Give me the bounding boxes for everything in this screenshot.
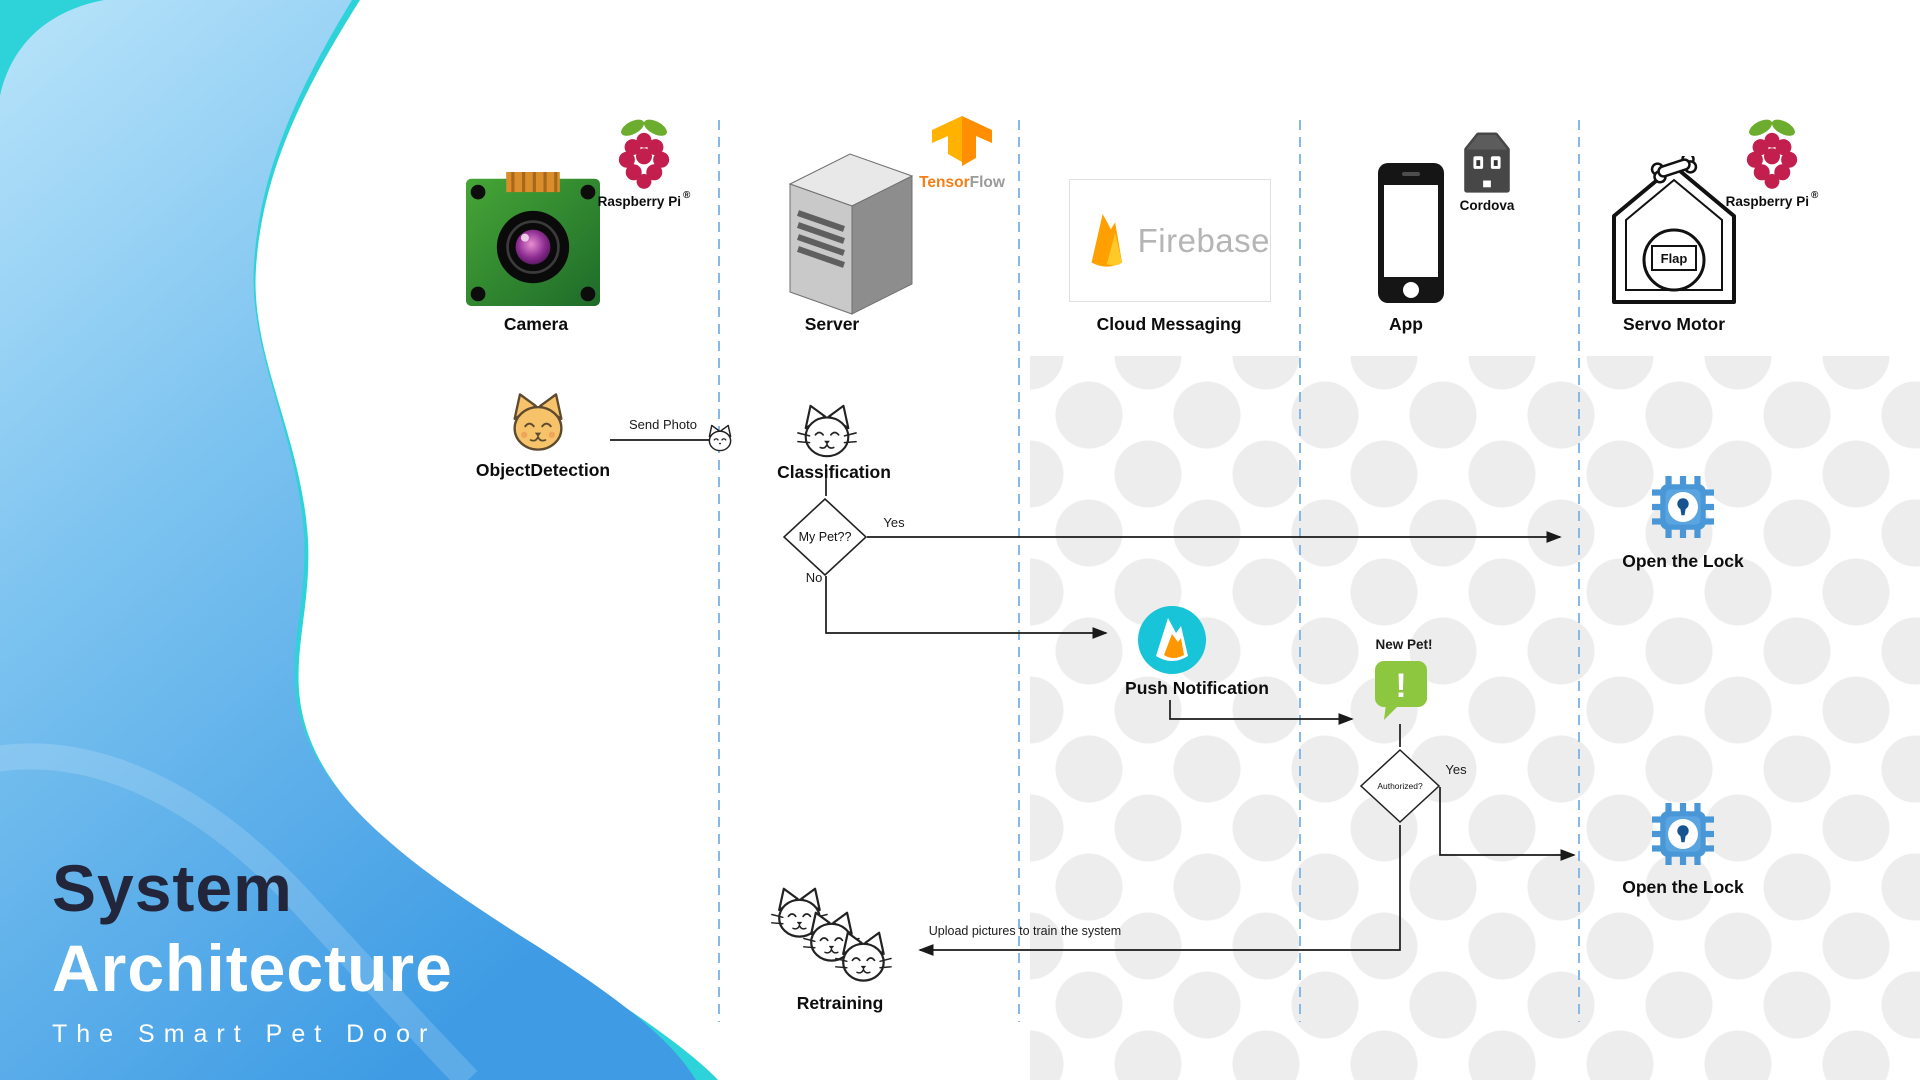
- no-label: No: [805, 570, 823, 585]
- cloud-messaging-label: Cloud Messaging: [1096, 314, 1242, 334]
- title-line-1: System: [52, 851, 293, 925]
- classification-label: Classification: [777, 462, 891, 482]
- tensorflow-word-b: Flow: [969, 174, 1005, 191]
- app-label: App: [1388, 314, 1424, 334]
- diamond-shape: [783, 498, 867, 576]
- upload-pictures-label: Upload pictures to train the system: [928, 924, 1122, 938]
- new-pet-bubble-icon: !: [1375, 661, 1427, 720]
- wave-blue-shape: [0, 0, 696, 1080]
- push-notification-icon: [1138, 606, 1206, 674]
- dots-pattern: [1030, 356, 1920, 1080]
- raspberry-pi-badge-camera: Raspberry Pi®: [584, 114, 704, 209]
- registered-mark: ®: [682, 190, 691, 201]
- diamond-shape: [1360, 749, 1440, 823]
- new-pet-label: New Pet!: [1375, 637, 1433, 652]
- background-wave: [0, 0, 718, 1080]
- mini-cat-icon: [708, 424, 732, 452]
- flap-label: Flap: [1661, 251, 1688, 266]
- open-lock-chip-icon-top: [1652, 476, 1714, 538]
- raspberry-pi-icon: [618, 119, 670, 189]
- raspberry-pi-label: Raspberry Pi®: [1725, 190, 1819, 209]
- lane-divider-3: [1299, 120, 1301, 1022]
- lane-divider-2: [1018, 120, 1020, 1022]
- send-photo-label: Send Photo: [629, 417, 697, 432]
- retraining-cats-icon: [770, 887, 893, 982]
- decision-authorized: Authorized?: [1360, 749, 1440, 823]
- firebase-flame-icon: [1091, 213, 1123, 267]
- tensorflow-badge: TensorFlow: [899, 116, 1025, 192]
- yes-label-2: Yes: [1445, 762, 1467, 777]
- subtitle: The Smart Pet Door: [52, 1020, 437, 1048]
- exclamation-mark: !: [1395, 667, 1406, 705]
- camera-icon: [466, 172, 600, 306]
- open-lock-label-bottom: Open the Lock: [1622, 877, 1744, 897]
- decision-my-pet: My Pet??: [783, 498, 867, 576]
- dog-house-icon: Flap: [1612, 156, 1736, 304]
- my-pet-label: My Pet??: [798, 530, 852, 544]
- lane-divider-4: [1578, 120, 1580, 1022]
- server-label: Server: [804, 314, 860, 334]
- object-detection-cat-icon: [513, 393, 563, 451]
- tensorflow-icon: [932, 116, 992, 166]
- retraining-label: Retraining: [796, 993, 884, 1013]
- lane-divider-1: [718, 120, 720, 1022]
- camera-label: Camera: [503, 314, 569, 334]
- raspberry-pi-text: Raspberry Pi: [1725, 194, 1809, 209]
- title-line-2: Architecture: [52, 931, 453, 1005]
- firebase-wordmark: Firebase: [1137, 221, 1270, 259]
- tensorflow-wordmark: TensorFlow: [919, 174, 1005, 192]
- classification-cat-icon: [797, 404, 857, 458]
- bone-icon: [1650, 156, 1698, 184]
- yes-label-1: Yes: [883, 515, 905, 530]
- raspberry-pi-icon: [1746, 119, 1798, 189]
- object-detection-label: ObjectDetection: [475, 460, 611, 480]
- servo-motor-label: Servo Motor: [1622, 314, 1726, 334]
- raspberry-pi-badge-servo: Raspberry Pi®: [1714, 114, 1830, 209]
- raspberry-pi-text: Raspberry Pi: [597, 194, 681, 209]
- cordova-label: Cordova: [1459, 198, 1515, 213]
- phone-icon: [1378, 163, 1444, 303]
- cordova-icon: [1464, 132, 1510, 193]
- raspberry-pi-label: Raspberry Pi®: [597, 190, 691, 209]
- tensorflow-word-a: Tensor: [919, 174, 970, 191]
- authorized-label: Authorized?: [1377, 781, 1423, 791]
- push-notification-label: Push Notification: [1125, 678, 1269, 698]
- open-lock-label-top: Open the Lock: [1622, 551, 1744, 571]
- registered-mark: ®: [1810, 190, 1819, 201]
- wave-highlight: [0, 743, 478, 1080]
- title-block: System Architecture The Smart Pet Door: [52, 848, 453, 1049]
- firebase-box: Firebase: [1069, 179, 1271, 302]
- cordova-badge: Cordova: [1437, 132, 1537, 213]
- open-lock-chip-icon-bottom: [1652, 803, 1714, 865]
- server-icon: [788, 153, 914, 315]
